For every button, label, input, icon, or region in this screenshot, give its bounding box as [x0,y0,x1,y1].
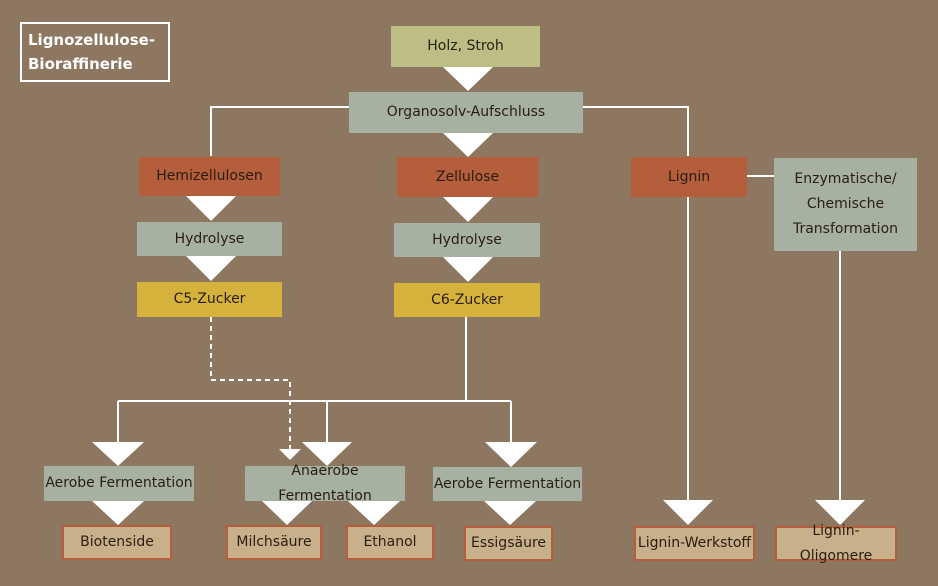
arrow-down [443,257,493,282]
arrow-down [484,501,536,525]
node-hemizellulosen: Hemizellulosen [139,157,280,196]
node-c6-zucker: C6-Zucker [394,283,540,317]
arrow-down [302,442,352,466]
arrow-down [92,501,144,525]
node-biotenside: Biotenside [62,525,172,560]
diagram-title: Lignozellulose- Bioraffinerie [20,22,170,82]
connector-line [583,106,689,156]
node-organosolv-aufschluss: Organosolv-Aufschluss [349,92,583,133]
node-zellulose: Zellulose [397,157,538,197]
node-essigsaeure: Essigsäure [464,526,553,561]
node-aerobe-fermentation-left: Aerobe Fermentation [44,466,194,501]
arrow-down [92,442,144,466]
node-milchsaeure: Milchsäure [226,525,322,560]
node-hydrolyse-c6: Hydrolyse [394,223,540,257]
connector-dashed-line [210,317,291,449]
node-lignin: Lignin [631,157,747,197]
connector-line [210,106,349,156]
arrow-down [815,500,865,525]
node-anaerobe-fermentation: Anaerobe Fermentation [245,463,405,504]
node-lignin-oligomere: Lignin-Oligomere [775,523,897,564]
node-enzymatische-transformation: Enzymatische/ Chemische Transformation [774,158,917,251]
arrow-down [279,449,301,460]
node-hydrolyse-c5: Hydrolyse [137,222,282,256]
node-ethanol: Ethanol [346,525,434,560]
arrow-down [485,442,537,467]
arrow-down [348,501,400,525]
arrow-down [443,67,493,91]
node-lignin-werkstoff: Lignin-Werkstoff [634,526,755,561]
arrow-down [186,256,236,281]
arrow-down [186,196,236,221]
arrow-down [443,197,493,222]
node-c5-zucker: C5-Zucker [137,282,282,317]
arrow-down [663,500,713,525]
node-aerobe-fermentation-right: Aerobe Fermentation [433,467,582,501]
node-holz-stroh: Holz, Stroh [391,26,540,67]
arrow-down [443,133,493,157]
arrow-down [262,501,312,525]
